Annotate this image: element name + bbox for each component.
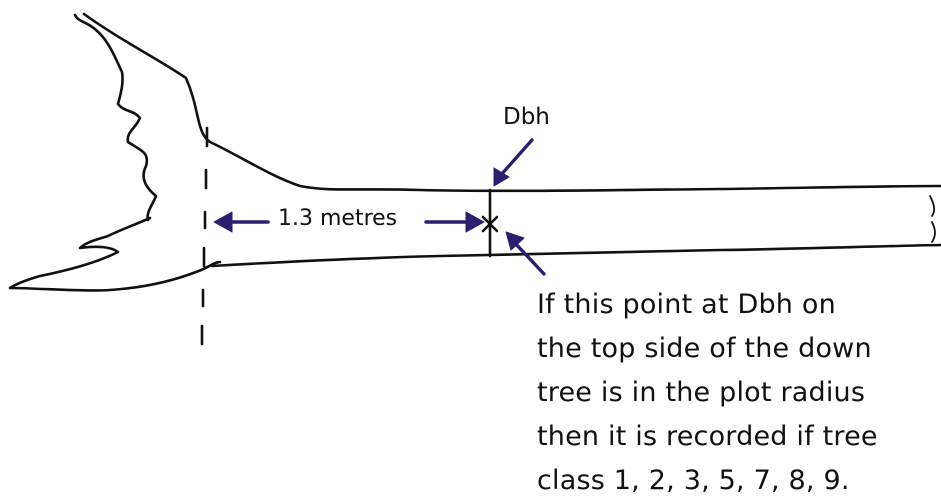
distance-left-arrow <box>213 211 270 233</box>
upper-horn-outline <box>82 12 941 193</box>
log-broken-end <box>929 195 936 243</box>
dbh-point-marker <box>481 215 499 233</box>
distance-label: 1.3 metres <box>278 206 398 231</box>
note-line: then it is recorded if tree <box>537 421 878 452</box>
dbh-label-arrow <box>493 138 534 187</box>
dbh-note-text: If this point at Dbh on the top side of … <box>537 283 878 503</box>
trunk-bottom-edge <box>210 243 941 268</box>
note-line: the top side of the down <box>537 333 872 364</box>
root-collar-dashed-line <box>200 126 209 346</box>
distance-right-arrow <box>424 211 485 233</box>
dbh-label: Dbh <box>503 104 550 130</box>
note-line: If this point at Dbh on <box>537 289 836 320</box>
note-pointer-arrow <box>505 231 546 276</box>
root-flare-lower-outline <box>8 216 222 292</box>
note-line: tree is in the plot radius <box>537 377 866 408</box>
root-flare-top-outline <box>73 13 158 222</box>
note-line: class 1, 2, 3, 5, 7, 8, 9. <box>537 465 850 496</box>
